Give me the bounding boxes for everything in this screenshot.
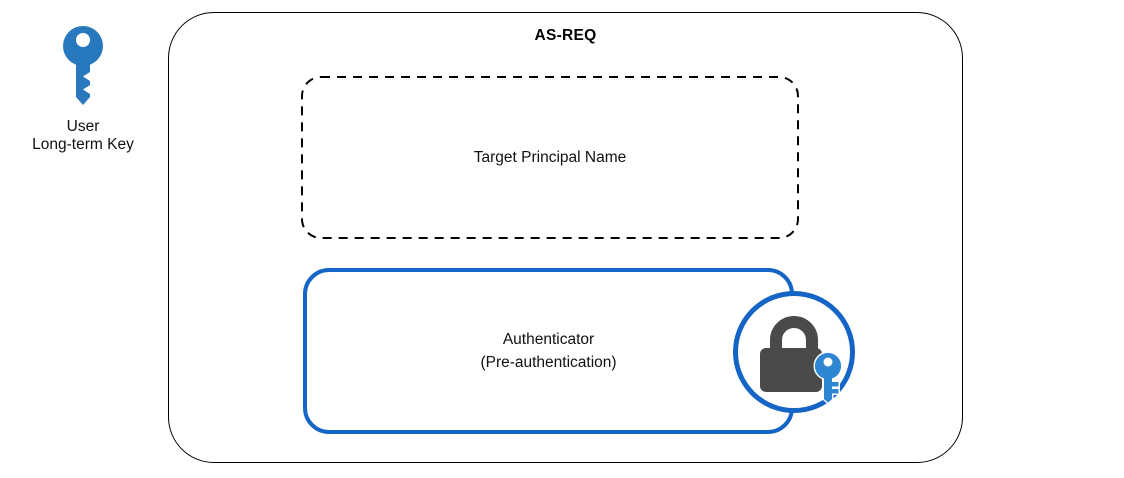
authenticator-label-line2: (Pre-authentication) [480, 354, 617, 371]
target-principal-label: Target Principal Name [473, 148, 627, 166]
user-long-term-key-group: User Long-term Key [12, 26, 154, 154]
dashed-border [301, 76, 799, 239]
key-icon [63, 26, 103, 105]
padlock-with-key-icon [760, 316, 843, 405]
authenticator-box: Authenticator (Pre-authentication) [303, 268, 794, 434]
as-req-container: AS-REQ Target Principal Name Authenticat… [168, 12, 963, 463]
user-key-label-line1: User [66, 118, 100, 135]
target-principal-box: Target Principal Name [301, 76, 799, 239]
authenticator-label-line1: Authenticator [502, 331, 595, 348]
user-key-label-line2: Long-term Key [32, 136, 134, 153]
as-req-title: AS-REQ [534, 27, 597, 44]
encryption-badge [733, 291, 855, 413]
